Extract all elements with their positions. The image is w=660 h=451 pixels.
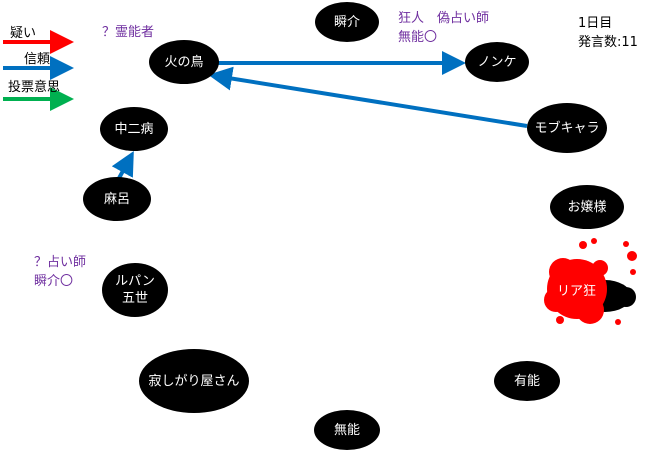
player-name: 有能 [513,373,540,389]
player-node-nonke[interactable]: ノンケ [465,42,529,82]
player-name-line1: ルパン [115,274,155,289]
player-name: モブキャラ [534,120,600,136]
player-node-hinotori[interactable]: 火の鳥 [149,40,219,84]
player-name: 火の鳥 [164,54,204,70]
trust-arrow-maro-to-chuunibyou [111,150,134,181]
note-lupin-result: 瞬介〇 [34,274,74,289]
player-node-ojousama[interactable]: お嬢様 [550,185,624,229]
player-node-yuunou[interactable]: 有能 [494,361,560,401]
player-name: お嬢様 [567,199,607,215]
legend-label-vote: 投票意思 [8,80,61,95]
player-node-chuunibyou[interactable]: 中二病 [100,107,168,151]
player-name: ノンケ [477,54,517,70]
player-name: 寂しがり屋さん [148,373,240,389]
message-count: 発言数:11 [578,35,638,50]
legend-label-trust: 信頼 [24,52,51,67]
player-name-line2: 五世 [121,291,148,306]
player-name: 麻呂 [103,191,130,207]
player-node-shunsuke[interactable]: 瞬介 [315,2,379,42]
player-node-sabishigari[interactable]: 寂しがり屋さん [139,349,249,413]
note-lupin-role: ？占い師 [34,255,87,270]
player-node-lupin[interactable]: ルパン五世 [102,263,168,317]
player-node-maro[interactable]: 麻呂 [83,177,151,221]
note-shunsuke-result: 無能〇 [398,30,438,45]
trust-arrow-mobchara-to-hinotori [208,66,528,128]
note-hinotori: ？霊能者 [102,25,155,40]
blood-splatter [544,238,637,325]
note-shunsuke-role: 狂人 偽占い師 [398,11,490,26]
day-label: 1日目 [578,16,613,31]
player-name: 中二病 [114,121,154,137]
player-node-riakyou[interactable]: リア狂 [557,284,597,299]
player-node-munou[interactable]: 無能 [314,410,380,450]
player-name: 無能 [333,422,360,438]
player-node-mobchara[interactable]: モブキャラ [527,103,607,153]
legend-label-doubt: 疑い [10,26,37,41]
player-name: 瞬介 [333,14,360,30]
